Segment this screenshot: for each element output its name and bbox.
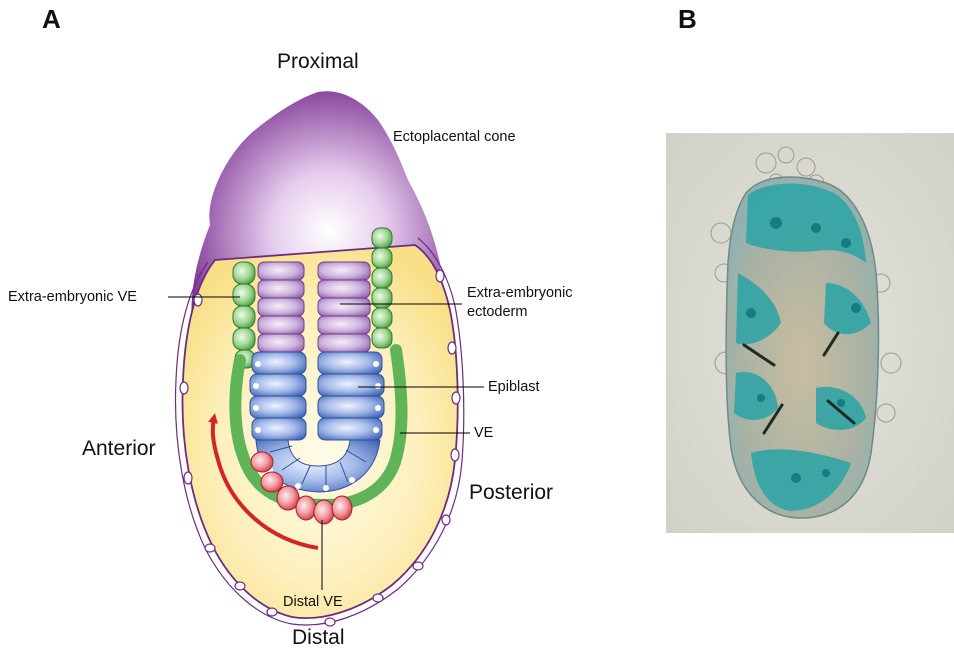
extra-embryonic-ectoderm-label-line2: ectoderm [467, 303, 573, 322]
extra-embryonic-ectoderm-label: Extra-embryonic ectoderm [467, 284, 573, 322]
extra-embryonic-ectoderm-right [318, 262, 370, 352]
anterior-label: Anterior [82, 437, 156, 461]
ectoplacental-cone-label: Ectoplacental cone [393, 128, 516, 147]
embryo-micrograph [666, 133, 954, 533]
extra-embryonic-ve-label: Extra-embryonic VE [8, 288, 137, 307]
epiblast-label: Epiblast [488, 378, 540, 397]
extra-embryonic-ectoderm-label-line1: Extra-embryonic [467, 284, 573, 303]
extra-embryonic-ectoderm-left [258, 262, 304, 352]
posterior-label: Posterior [469, 481, 553, 505]
distal-label: Distal [292, 626, 345, 650]
distal-ve-label: Distal VE [283, 593, 343, 612]
ve-label: VE [474, 424, 493, 443]
proximal-label: Proximal [277, 50, 359, 74]
